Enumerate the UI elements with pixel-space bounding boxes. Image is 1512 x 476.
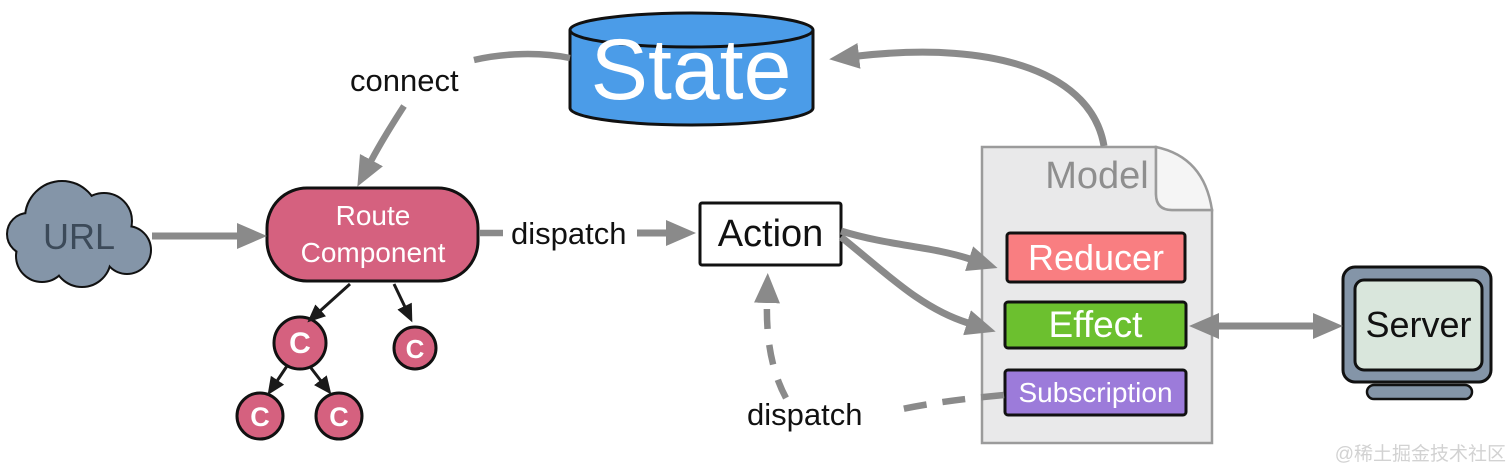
- component-letter-1: C: [289, 327, 311, 360]
- connect-line-from-state: [473, 50, 571, 64]
- subscription-box: [1003, 368, 1188, 417]
- component-circles: [235, 315, 438, 441]
- state-label: State: [590, 22, 792, 118]
- server-screen: [1353, 278, 1484, 372]
- component-letter-2: C: [405, 334, 425, 364]
- subscription-label: Subscription: [1018, 377, 1173, 408]
- dashed-dispatch-arrow-to-action: [753, 273, 789, 400]
- server-monitor-icon: [1341, 265, 1493, 401]
- dashed-line-from-subscription: [888, 391, 1005, 416]
- dispatch-subscription-label: dispatch: [747, 397, 863, 432]
- state-cylinder: [568, 11, 815, 127]
- dispatch-label: dispatch: [511, 216, 627, 251]
- server-label: Server: [1365, 304, 1472, 345]
- reducer-label: Reducer: [1027, 237, 1165, 278]
- tree-arrow-c1-to-c4: [309, 367, 332, 395]
- tree-arrow-c1-to-c3: [267, 365, 289, 396]
- reducer-box: [1005, 231, 1187, 284]
- tree-arrow-route-to-c2: [392, 283, 413, 323]
- effect-box: [1003, 300, 1188, 350]
- server-stand: [1365, 383, 1474, 401]
- route-component-box: [265, 186, 480, 283]
- tree-arrow-route-to-c1: [307, 282, 352, 323]
- state-cylinder-body: [568, 30, 815, 127]
- component-circle-4: [314, 391, 364, 441]
- url-label: URL: [42, 216, 116, 257]
- arrow-action-to-effect: [838, 234, 996, 336]
- component-circle-3: [235, 391, 285, 441]
- model-fold-corner-icon: [1154, 145, 1214, 212]
- connect-label: connect: [350, 63, 459, 98]
- url-cloud-icon: [6, 180, 152, 288]
- component-letter-4: C: [329, 402, 349, 432]
- component-circle-1: [272, 315, 328, 371]
- effect-label: Effect: [1048, 304, 1143, 345]
- model-label: Model: [1045, 155, 1149, 197]
- component-tree-arrows: [267, 282, 413, 396]
- component-letter-3: C: [250, 402, 270, 432]
- watermark: @稀土掘金技术社区: [1334, 444, 1506, 465]
- arrow-action-to-reducer: [839, 227, 998, 272]
- component-circle-2: [392, 325, 438, 371]
- connect-arrow-to-route: [357, 104, 407, 187]
- state-cylinder-top: [568, 11, 815, 49]
- action-label: Action: [717, 213, 824, 255]
- route-component-label: Route Component: [300, 200, 446, 269]
- gray-arrows: [152, 42, 1343, 416]
- arrow-model-to-state: [829, 42, 1108, 147]
